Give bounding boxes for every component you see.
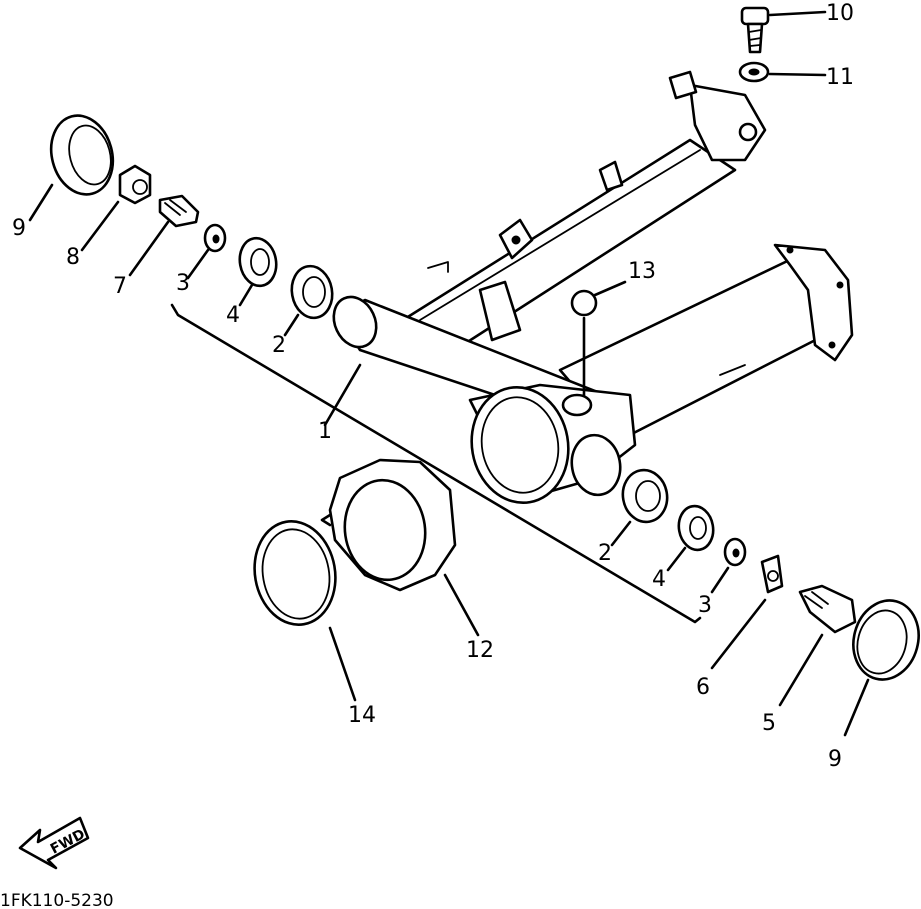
leader-9-left — [28, 183, 54, 222]
callout-2-right: 2 — [598, 541, 612, 566]
hub-bearing-housing — [470, 385, 570, 505]
cap-left — [49, 114, 115, 196]
leader-10 — [768, 10, 827, 17]
bracket-small — [427, 261, 449, 273]
callout-6: 6 — [696, 675, 710, 700]
washer-left-hole — [212, 234, 220, 244]
oil-seal-left — [238, 236, 278, 288]
bracket-mid — [598, 160, 624, 192]
bolt-top — [740, 6, 770, 26]
oil-seal-right — [677, 504, 715, 552]
hub-cover-opening — [343, 478, 427, 582]
leader-7 — [128, 220, 170, 277]
flange-bolt-2 — [836, 281, 844, 289]
leader-3-right — [710, 566, 730, 594]
callout-8: 8 — [66, 245, 80, 270]
oil-seal-right-inner — [689, 516, 707, 540]
leader-1 — [323, 363, 362, 427]
left-side-parts — [28, 114, 702, 624]
bolt-top-threads — [748, 29, 762, 47]
callout-4-right: 4 — [652, 567, 666, 592]
leader-12 — [443, 573, 480, 637]
gasket-inner — [261, 528, 331, 620]
flange-bolt-3 — [828, 341, 836, 349]
oil-seal-left-inner — [250, 248, 270, 276]
cap-left-inner — [68, 124, 112, 186]
bearing-right — [621, 468, 669, 524]
gasket — [253, 520, 337, 626]
grease-nipple — [570, 289, 598, 317]
grease-nipple-port — [561, 393, 593, 417]
lock-washer — [760, 554, 784, 594]
axle-stub — [668, 70, 698, 100]
axle-hole — [738, 122, 758, 142]
cap-right-inner — [856, 609, 908, 675]
forward-arrow-icon — [18, 816, 90, 870]
washer-top-hole — [748, 68, 760, 76]
leader-8 — [80, 200, 120, 252]
callout-10: 10 — [826, 1, 854, 26]
callout-11: 11 — [826, 65, 854, 90]
callout-labels: 1 2 2 3 3 4 4 5 6 7 8 9 9 10 11 12 13 14 — [12, 1, 854, 772]
callout-9-right: 9 — [828, 747, 842, 772]
leader-9-right — [843, 678, 870, 737]
bearing-left-inner — [302, 276, 326, 308]
leader-2-right — [610, 520, 632, 547]
diagram-code: 1FK110-5230 — [0, 891, 114, 909]
callout-2-left: 2 — [272, 333, 286, 358]
callout-12: 12 — [466, 638, 494, 663]
nut-hole — [132, 179, 148, 195]
pivot-bolt-right — [798, 584, 857, 634]
bearing-left — [290, 264, 334, 320]
pivot-bolt — [158, 194, 200, 228]
leader-6 — [710, 598, 767, 670]
hub-cover-tab — [320, 513, 332, 527]
axis-line — [170, 303, 702, 624]
lock-washer-hole — [767, 570, 779, 582]
lower-left-parts — [253, 458, 480, 702]
bolt-threads — [164, 199, 187, 216]
leader-3-left — [186, 248, 210, 280]
forward-arrow: FWD — [18, 816, 90, 870]
bearing-right-inner — [635, 480, 661, 512]
callout-13: 13 — [628, 259, 656, 284]
hub-side-boss — [570, 433, 622, 497]
washer-right-hole — [732, 548, 740, 558]
hub-housing-inner — [480, 396, 560, 494]
callout-1: 1 — [318, 419, 332, 444]
top-right-parts — [570, 6, 827, 397]
cross-brace — [478, 280, 522, 342]
leader-13 — [593, 280, 627, 297]
nut — [118, 164, 152, 205]
lower-arm-mark — [719, 364, 746, 376]
swingarm — [332, 70, 854, 505]
lower-arm-flange — [773, 243, 854, 362]
leader-2-left — [283, 313, 300, 337]
callout-4-left: 4 — [226, 303, 240, 328]
callout-14: 14 — [348, 703, 376, 728]
callout-3-left: 3 — [176, 271, 190, 296]
leader-5 — [778, 633, 824, 707]
pivot-bolt-right-threads — [804, 591, 829, 609]
leader-4-right — [666, 546, 687, 572]
leader-14 — [328, 626, 357, 702]
flange-bolt-1 — [786, 246, 794, 254]
callout-7: 7 — [113, 274, 127, 299]
leader-11 — [768, 72, 827, 77]
callout-5: 5 — [762, 711, 776, 736]
pivot-tube-end — [332, 295, 378, 349]
callout-3-right: 3 — [698, 593, 712, 618]
right-side-parts — [610, 468, 920, 737]
leader-4-left — [238, 283, 254, 307]
bracket-upper-hole — [511, 235, 521, 245]
swingarm-fork-end — [688, 83, 767, 162]
swingarm-upper-arm-edge — [419, 149, 701, 321]
callout-9-left: 9 — [12, 216, 26, 241]
